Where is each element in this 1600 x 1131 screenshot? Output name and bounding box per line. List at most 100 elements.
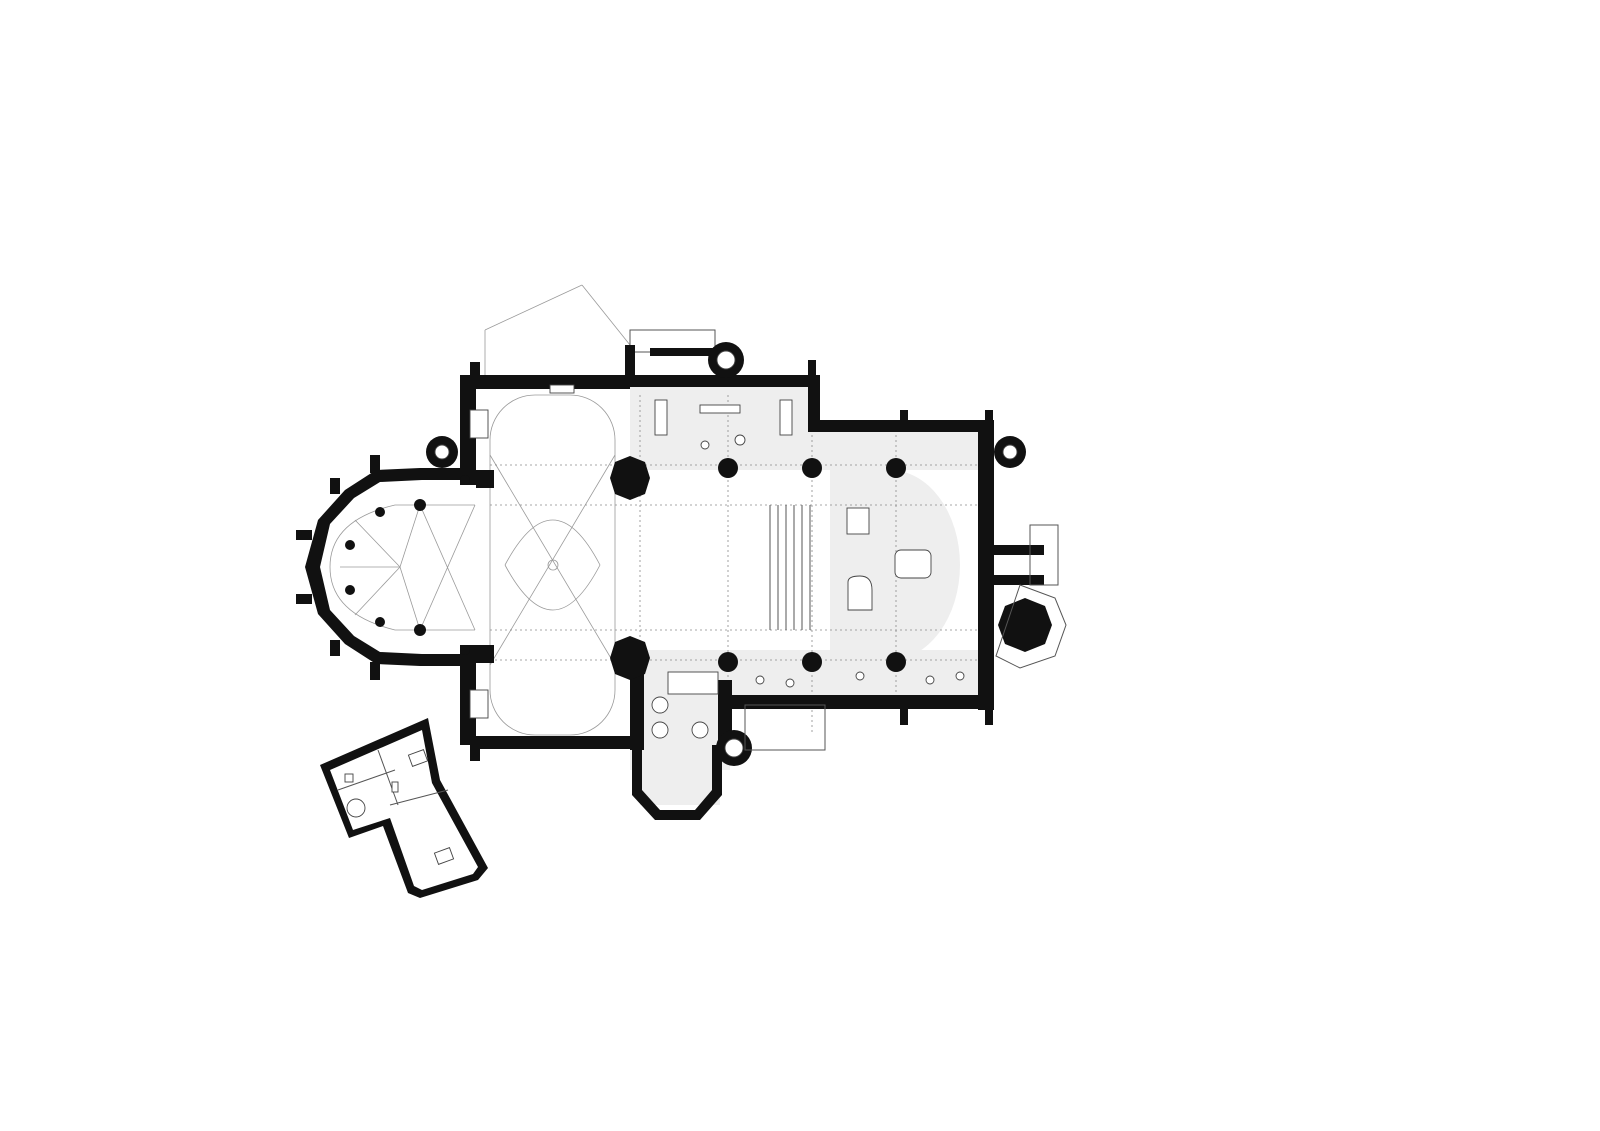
nave-pier — [718, 652, 738, 672]
annex-interior — [330, 730, 478, 890]
counter — [699, 404, 741, 414]
buttress — [330, 640, 340, 656]
stool — [785, 678, 795, 688]
meeting-table — [667, 671, 719, 695]
boundary-line — [581, 284, 631, 346]
apse-pier — [375, 617, 385, 627]
spiral-stair — [724, 738, 744, 758]
floor-zone-south-porch — [640, 745, 720, 805]
annex-partition — [377, 749, 399, 806]
south-porch-wall — [632, 745, 722, 820]
apse-pier — [460, 475, 470, 485]
bench — [549, 384, 575, 394]
apse-pier — [460, 645, 470, 655]
apse-pier — [345, 540, 355, 550]
north-annex-wall — [625, 345, 635, 380]
stool — [855, 671, 865, 681]
buttress — [370, 662, 380, 680]
annex-bed — [433, 847, 455, 865]
bench — [469, 409, 489, 439]
round-table — [651, 696, 669, 714]
nave-pier — [718, 458, 738, 478]
crossing-pier — [610, 456, 650, 500]
nave-pier — [886, 458, 906, 478]
north-wall-west — [470, 375, 630, 389]
crossing-boss — [547, 559, 559, 571]
altar-table — [894, 549, 932, 579]
chair — [734, 434, 746, 446]
apse-pier — [375, 507, 385, 517]
north-wall-step — [808, 375, 820, 430]
spiral-stair — [434, 444, 450, 460]
entrance-jamb — [994, 545, 1044, 555]
nave-pier — [802, 652, 822, 672]
furniture — [469, 384, 965, 739]
buttress — [370, 455, 380, 473]
buttress — [900, 705, 908, 725]
transept-return-south — [476, 645, 494, 663]
buttress — [808, 360, 816, 380]
pulpit — [846, 507, 870, 535]
bench — [469, 689, 489, 719]
workstation — [654, 399, 668, 436]
apse-pier — [414, 499, 426, 511]
crossing-vault-outline — [489, 394, 616, 736]
annex-room-outline — [744, 704, 826, 751]
nave-steps — [769, 505, 811, 630]
crossing-pier — [610, 636, 650, 680]
buttress — [296, 594, 312, 604]
altar-stair — [847, 575, 873, 611]
annex-partition — [389, 789, 449, 806]
apse-vault — [329, 504, 476, 631]
round-table — [691, 721, 709, 739]
piers — [345, 456, 906, 680]
south-wall-west — [470, 736, 635, 749]
workstation — [779, 399, 793, 436]
spiral-stair — [716, 350, 736, 370]
south-east-annex — [744, 704, 826, 751]
apse-pier — [414, 624, 426, 636]
nave-pier — [886, 652, 906, 672]
boundary-line — [484, 284, 583, 331]
annex-bed — [407, 749, 429, 767]
floor-zones — [630, 380, 980, 805]
east-porch-outline — [1029, 524, 1059, 586]
round-table — [651, 721, 669, 739]
apse-pier — [345, 585, 355, 595]
stool — [755, 675, 765, 685]
stool — [925, 675, 935, 685]
buttress — [330, 478, 340, 494]
entrance-jamb — [994, 575, 1044, 585]
stool — [955, 671, 965, 681]
apse-rib — [354, 566, 401, 616]
apse-rib — [399, 504, 421, 568]
annex-spiral-stair — [346, 798, 366, 818]
north-annex-wall — [650, 348, 720, 356]
apse-rib — [419, 504, 476, 631]
west-wall-north — [460, 375, 476, 485]
annex-building — [320, 718, 488, 898]
buttress — [985, 410, 993, 424]
apse-buttresses — [296, 455, 380, 680]
buttress — [470, 362, 480, 378]
annex-fixture — [391, 781, 399, 793]
buttress — [900, 410, 908, 424]
spiral-stair — [1002, 444, 1018, 460]
buttress — [985, 705, 993, 725]
annex-fixture — [344, 773, 354, 783]
stair-towers — [426, 342, 1026, 766]
transept-return-north — [476, 470, 494, 488]
nave-pier — [802, 458, 822, 478]
south-wall-east — [730, 695, 992, 709]
crossing-vault-curve — [504, 519, 601, 611]
east-tower-outline — [995, 584, 1067, 669]
west-wall-south — [460, 645, 476, 745]
north-wall-east — [808, 420, 988, 432]
annex-partition — [337, 769, 396, 791]
apse-rib — [354, 519, 401, 568]
apse-inner-outline — [329, 504, 475, 631]
apse-rib — [399, 566, 421, 631]
chair — [700, 440, 710, 450]
buttress — [296, 530, 312, 540]
